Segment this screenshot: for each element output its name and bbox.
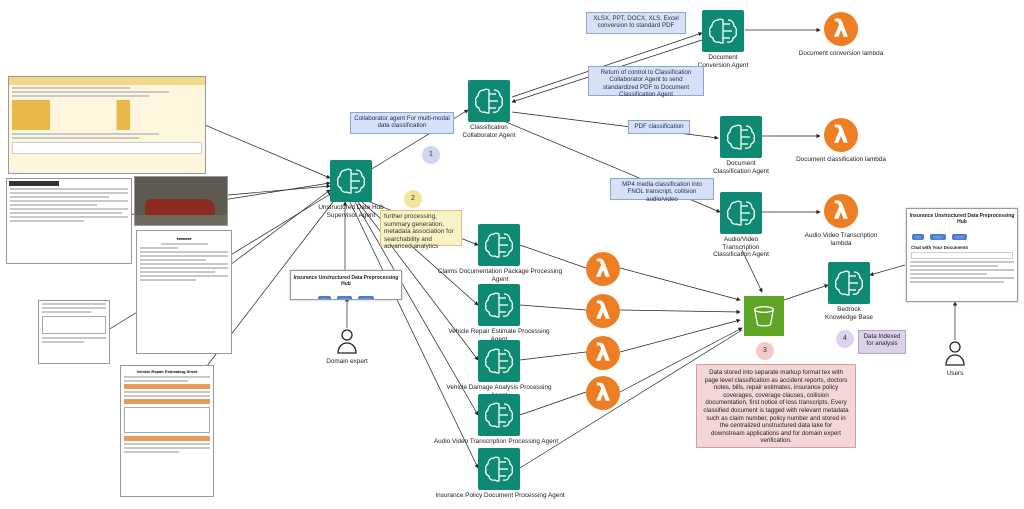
hub-ui-large-screenshot: Insurance Unstructured Data Preprocessin… <box>906 208 1018 302</box>
vehicle-repair-agent-icon <box>478 284 520 326</box>
users-person-icon <box>943 340 967 366</box>
vehicle-damage-agent-icon <box>478 340 520 382</box>
data-indexed-note: Data Indexed for analysis <box>858 330 906 354</box>
domain-expert-person-icon <box>335 328 359 354</box>
insurance-policy-agent-icon <box>478 448 520 490</box>
claim-form-document-thumbnail <box>38 300 110 364</box>
pdf-classification-note: PDF classification <box>628 120 690 134</box>
repair-sheet-title: Vehicle Repair Estimating Sheet <box>136 369 198 374</box>
step-4-badge: 4 <box>836 330 854 348</box>
audio-video-classification-label: Audio/Video Transcription Classification… <box>713 236 769 259</box>
step-1-badge: 1 <box>422 146 440 164</box>
document-classification-agent-icon <box>720 116 762 158</box>
step-3-badge: 3 <box>756 342 774 360</box>
classification-collaborator-label: Classification Collaborator Agent <box>462 124 516 139</box>
claims-doc-agent-icon <box>478 224 520 266</box>
spreadsheet-document-thumbnail <box>8 76 206 174</box>
audio-video-classification-agent-icon <box>720 192 762 234</box>
hub-small-title: Insurance Unstructured Data Preprocessin… <box>293 275 399 287</box>
classification-lambda-label: Document classification lambda <box>796 156 886 163</box>
data-stored-note: Data stored into separate markup format … <box>696 364 856 448</box>
hub-ui-small-screenshot: Insurance Unstructured Data Preprocessin… <box>290 270 402 300</box>
transcription-processing-lambda-icon: λ <box>586 376 620 410</box>
s3-bucket-icon <box>744 296 784 336</box>
claims-doc-agent-label: Claims Documentation Package Processing … <box>437 268 563 283</box>
supervisor-agent-icon <box>330 160 372 202</box>
conversion-lambda-icon: λ <box>824 12 858 46</box>
chat-heading: Chat with Your Documents <box>911 245 969 250</box>
medical-bill-document-thumbnail: ■■■■■■■ <box>136 230 232 354</box>
audio-video-transcription-agent-icon <box>478 394 520 436</box>
insurance-policy-agent-label: Insurance Policy Document Processing Age… <box>435 492 565 499</box>
hub-small-button-2: ▢▢▢ <box>336 296 353 299</box>
collaborator-multimodal-note: Collaborator agent For multi-modal data … <box>350 112 454 134</box>
claims-lambda-icon: λ <box>586 252 620 286</box>
vehicle-photo-thumbnail <box>134 176 228 226</box>
hub-small-button-3: ▢▢▢ <box>358 296 374 299</box>
document-classification-label: Document Classification Agent <box>713 160 769 175</box>
bedrock-knowledge-base-icon <box>828 262 870 304</box>
vehicle-repair-agent-label: Vehicle Repair Estimate Processing Agent <box>448 328 550 343</box>
users-label: Users <box>946 370 964 377</box>
mp4-classification-note: MP4 media classification into FNOL trans… <box>610 178 714 203</box>
further-processing-note: further processing, summary generation, … <box>380 210 462 250</box>
hub-large-button-1: ▢▢ <box>912 234 925 240</box>
domain-expert-label: Domain expert <box>326 358 368 365</box>
step-2-badge: 2 <box>404 190 422 208</box>
return-control-note: Return of control to Classification Coll… <box>588 66 704 98</box>
bedrock-knowledge-base-label: Bedrock Knowledge Base <box>825 306 873 321</box>
hub-small-button-1: ▢▢ <box>318 296 331 299</box>
accident-report-document-thumbnail <box>6 178 132 264</box>
classification-lambda-icon: λ <box>824 118 858 152</box>
hub-large-title: Insurance Unstructured Data Preprocessin… <box>909 213 1015 225</box>
conversion-lambda-label: Document conversion lambda <box>798 50 884 57</box>
repair-lambda-icon: λ <box>586 294 620 328</box>
supervisor-agent-label: Unstructured Data Hub Supervisor Agent <box>318 204 384 219</box>
classification-collaborator-icon <box>468 80 510 122</box>
transcription-lambda-icon: λ <box>824 194 858 228</box>
repair-estimate-document-thumbnail: Vehicle Repair Estimating Sheet <box>120 365 214 497</box>
excel-conversion-note: XLSX, PPT, DOCX, XLS, Excel conversion t… <box>586 12 686 34</box>
damage-lambda-icon: λ <box>586 336 620 370</box>
document-conversion-label: Document Conversion Agent <box>697 54 749 69</box>
hub-large-button-2: ▢▢▢ <box>930 234 946 240</box>
document-conversion-agent-icon <box>702 10 744 52</box>
transcription-lambda-label: Audio Video Transcription lambda <box>804 232 878 247</box>
hub-large-button-3: ▢▢▢ <box>951 234 968 240</box>
audio-video-transcription-agent-label: Audio Video Transcription Processing Age… <box>433 438 559 445</box>
